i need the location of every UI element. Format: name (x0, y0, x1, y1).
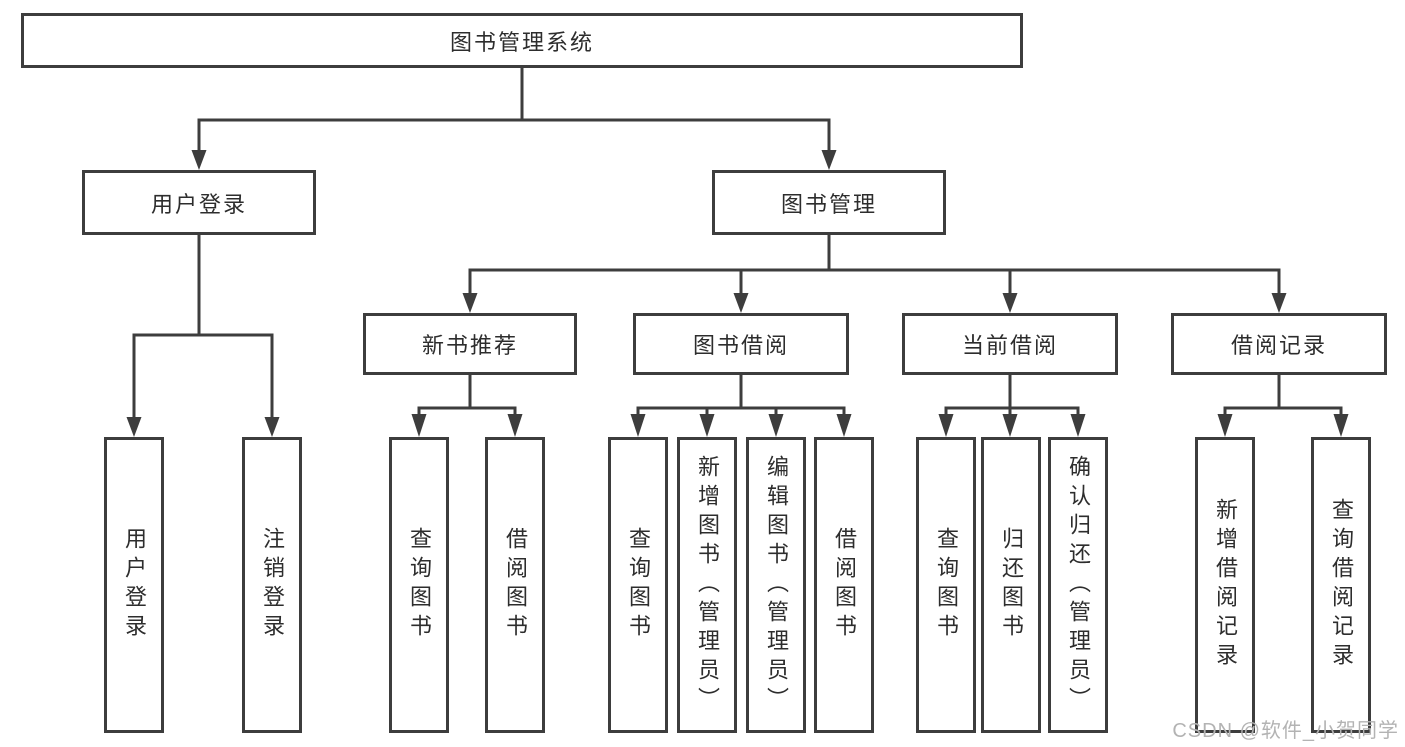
leaf-node-current-confirm-return-admin: 确认归还（管理员） (1048, 437, 1108, 733)
branch-node-book-management: 图书管理 (712, 170, 946, 235)
leaf-node-borrowing-edit-books-admin: 编辑图书（管理员） (746, 437, 806, 733)
node-book-borrowing: 图书借阅 (633, 313, 849, 375)
root-node-library-system: 图书管理系统 (21, 13, 1023, 68)
leaf-node-current-return-books: 归还图书 (981, 437, 1041, 733)
branch-node-user-login: 用户登录 (82, 170, 316, 235)
leaf-node-records-query-record: 查询借阅记录 (1311, 437, 1371, 733)
leaf-node-user-login: 用户登录 (104, 437, 164, 733)
csdn-watermark: CSDN @软件_小贺同学 (1172, 720, 1399, 742)
leaf-node-records-add-record: 新增借阅记录 (1195, 437, 1255, 733)
leaf-node-recommend-borrow-books: 借阅图书 (485, 437, 545, 733)
leaf-node-borrowing-borrow-books: 借阅图书 (814, 437, 874, 733)
node-new-book-recommendation: 新书推荐 (363, 313, 577, 375)
leaf-node-current-query-books: 查询图书 (916, 437, 976, 733)
node-borrowing-records: 借阅记录 (1171, 313, 1387, 375)
leaf-node-logout: 注销登录 (242, 437, 302, 733)
leaf-node-borrowing-add-books-admin: 新增图书（管理员） (677, 437, 737, 733)
node-current-borrowing: 当前借阅 (902, 313, 1118, 375)
leaf-node-borrowing-query-books: 查询图书 (608, 437, 668, 733)
leaf-node-recommend-query-books: 查询图书 (389, 437, 449, 733)
arrowheads (126, 150, 1349, 437)
